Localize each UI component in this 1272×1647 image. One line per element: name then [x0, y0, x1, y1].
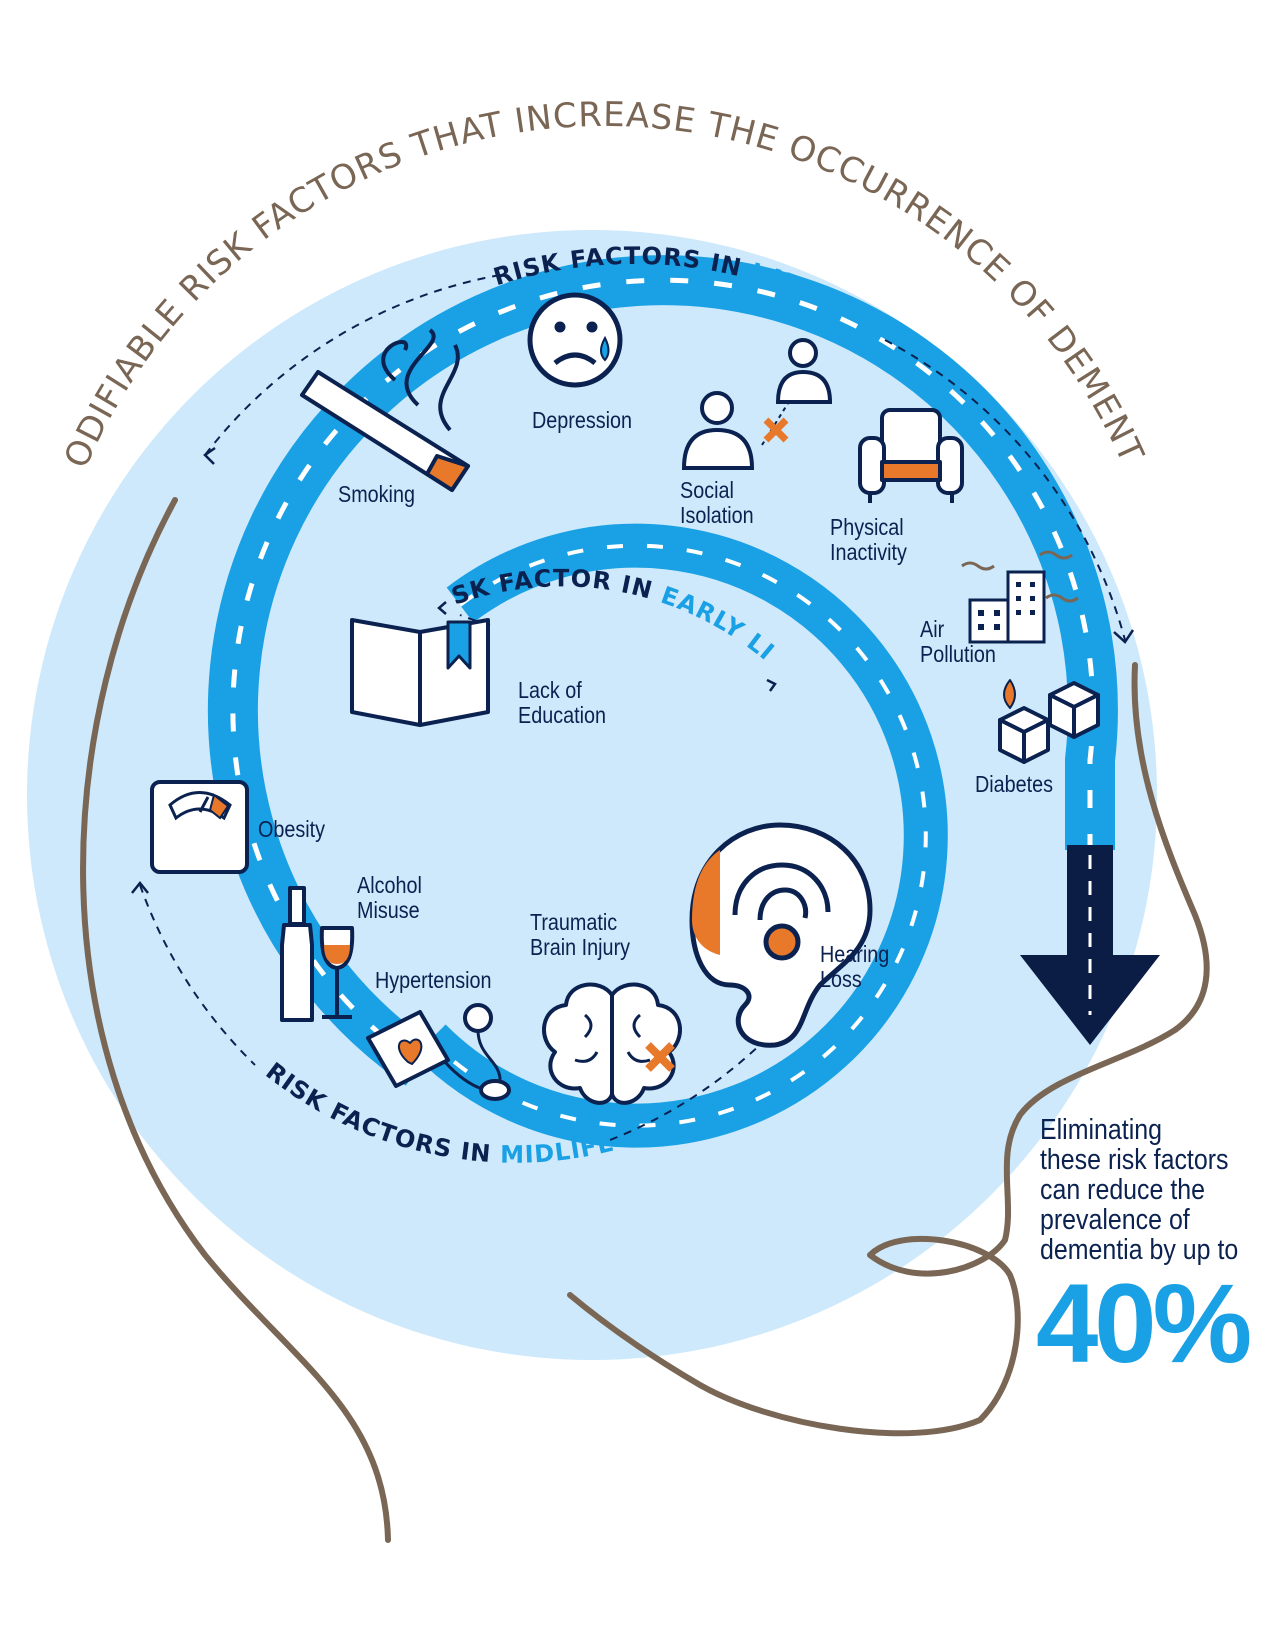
brain-icon — [542, 982, 682, 1105]
callout-text: Eliminating these risk factors can reduc… — [1040, 1114, 1239, 1266]
factor-label-traumatic-brain-injury: Traumatic Brain Injury — [530, 909, 631, 960]
cigarette-icon — [300, 328, 470, 492]
ear-icon — [689, 822, 873, 1048]
callout-percent: 40% — [1036, 1261, 1252, 1386]
factor-label-diabetes: Diabetes — [975, 771, 1054, 797]
blood-pressure-icon — [366, 1003, 511, 1101]
factor-label-hearing-loss: Hearing Loss — [820, 941, 890, 992]
factor-label-depression: Depression — [532, 407, 633, 433]
factor-label-social-isolation: Social Isolation — [680, 477, 754, 528]
sad-face-icon — [527, 292, 623, 388]
sugar-cubes-icon — [998, 679, 1100, 764]
factor-label-hypertension: Hypertension — [375, 967, 492, 993]
reduction-arrow-icon — [1020, 845, 1160, 1045]
book-icon — [350, 618, 490, 727]
factor-label-air-pollution: Air Pollution — [920, 616, 996, 667]
head-background — [27, 230, 1157, 1360]
factor-label-alcohol-misuse: Alcohol Misuse — [357, 872, 422, 923]
armchair-icon — [858, 408, 964, 503]
people-disconnected-icon — [681, 338, 833, 470]
factor-label-physical-inactivity: Physical Inactivity — [830, 514, 907, 565]
head-profile-outline — [80, 497, 1210, 1543]
polluted-city-icon — [961, 550, 1079, 644]
factor-label-smoking: Smoking — [338, 481, 415, 507]
factor-label-lack-of-education: Lack of Education — [518, 677, 606, 728]
wine-icon — [280, 886, 355, 1022]
outer-road — [207, 255, 1118, 1086]
factor-label-obesity: Obesity — [258, 816, 326, 842]
scale-icon — [150, 780, 249, 874]
inner-road — [414, 523, 948, 1148]
